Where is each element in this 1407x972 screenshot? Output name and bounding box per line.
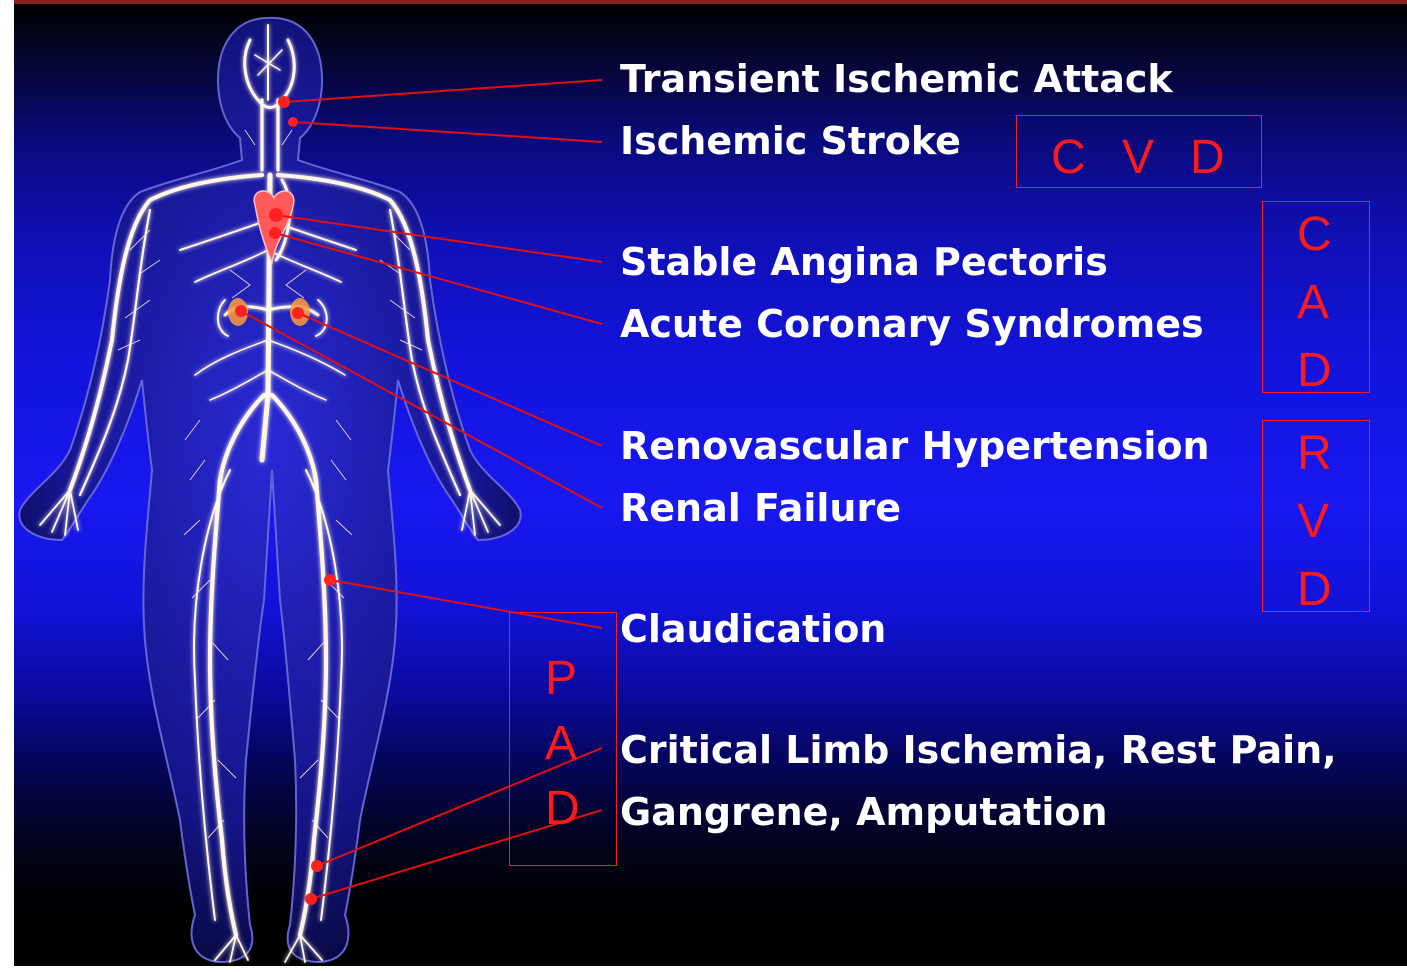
cvd-letter-1: C	[1051, 134, 1086, 182]
label-renal-failure: Renal Failure	[620, 489, 901, 527]
rvd-letter-3: D	[1297, 566, 1332, 614]
cad-letter-2: A	[1297, 279, 1329, 327]
pad-letter-2: A	[545, 720, 577, 768]
label-renovascular-hypertension: Renovascular Hypertension	[620, 427, 1210, 465]
label-claudication: Claudication	[620, 610, 886, 648]
pad-letter-3: D	[545, 785, 580, 833]
pad-letter-1: P	[545, 655, 577, 703]
label-ischemic-stroke: Ischemic Stroke	[620, 122, 961, 160]
label-critical-limb-ischemia: Critical Limb Ischemia, Rest Pain,	[620, 731, 1337, 769]
body-silhouette	[19, 18, 520, 962]
cvd-letter-3: D	[1190, 134, 1225, 182]
label-stable-angina-pectoris: Stable Angina Pectoris	[620, 243, 1108, 281]
label-acute-coronary-syndromes: Acute Coronary Syndromes	[620, 305, 1204, 343]
cad-letter-1: C	[1297, 211, 1332, 259]
cad-letter-3: D	[1297, 347, 1332, 395]
rvd-letter-2: V	[1297, 498, 1329, 546]
rvd-letter-1: R	[1297, 430, 1332, 478]
label-transient-ischemic-attack: Transient Ischemic Attack	[620, 60, 1173, 98]
cvd-letter-2: V	[1122, 134, 1154, 182]
label-gangrene-amputation: Gangrene, Amputation	[620, 793, 1108, 831]
